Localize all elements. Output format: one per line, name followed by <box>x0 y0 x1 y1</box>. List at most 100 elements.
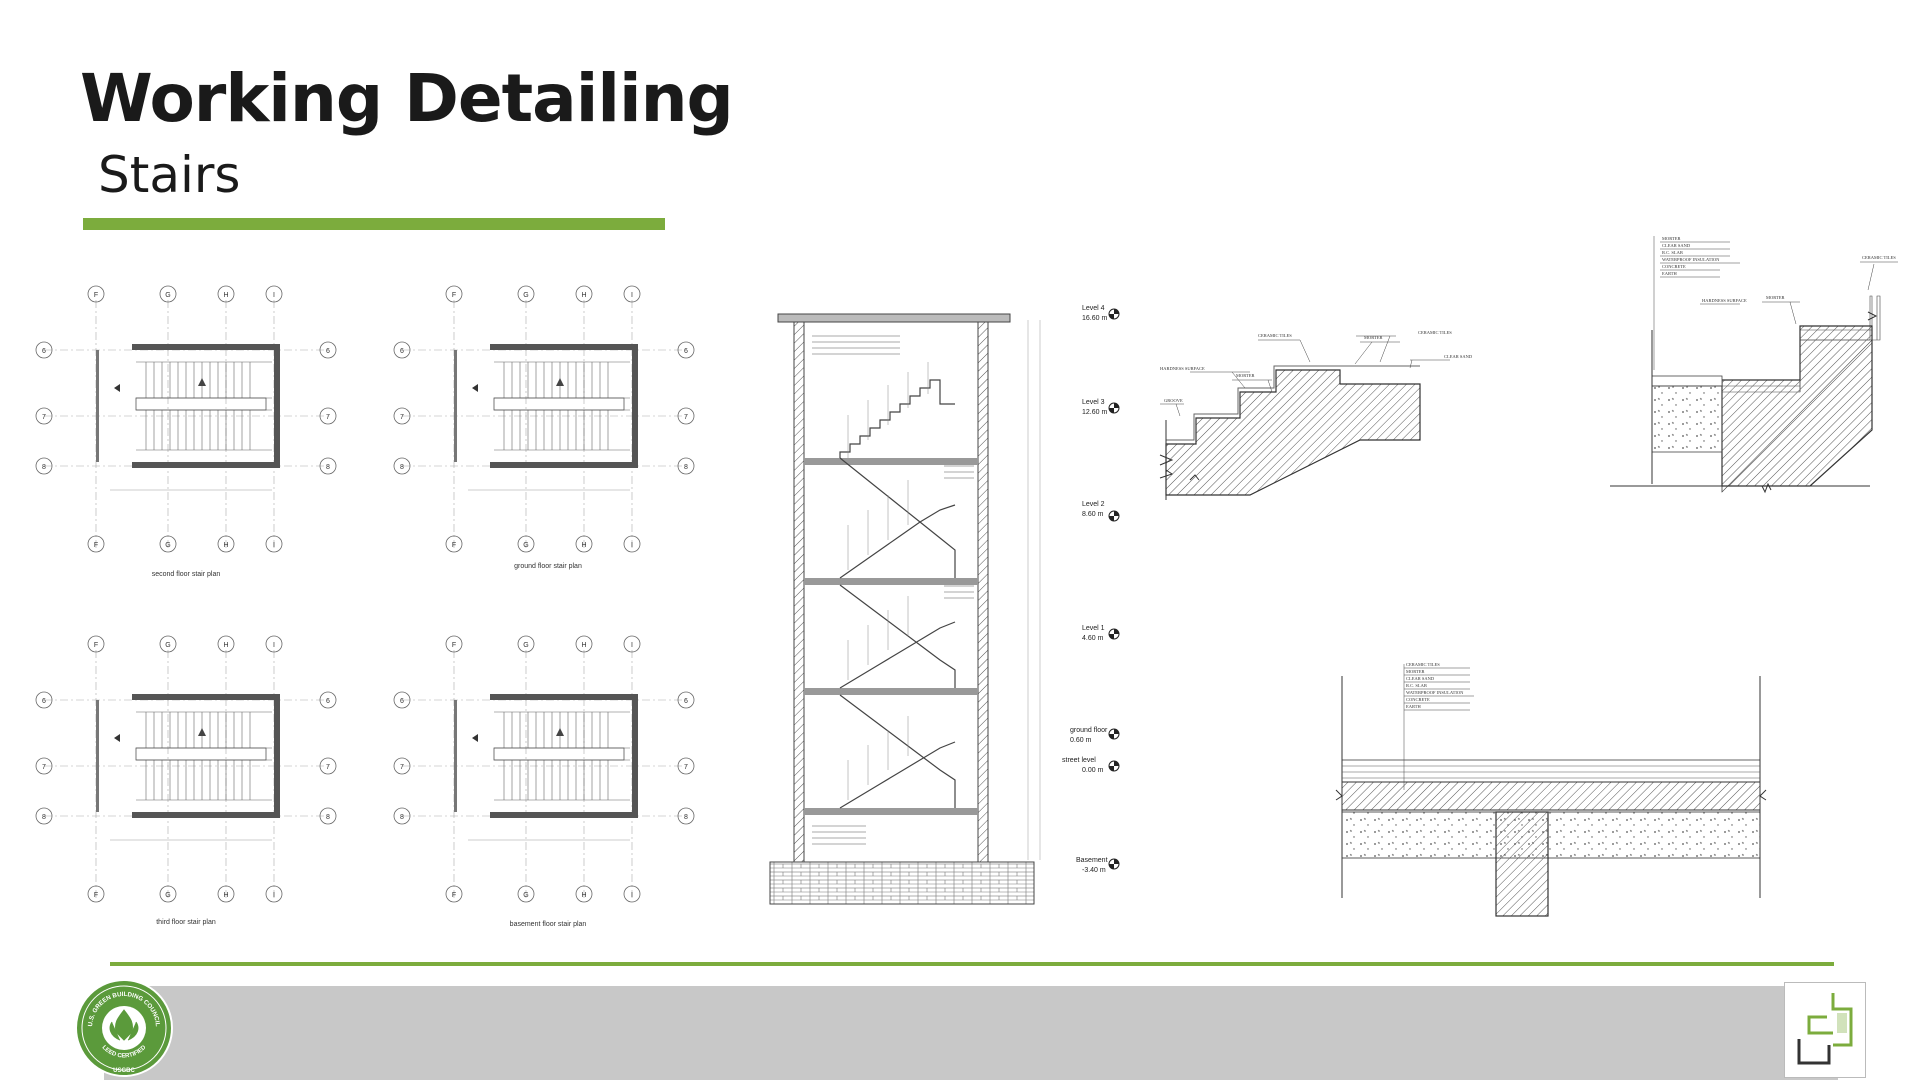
slab-note-earth: EARTH <box>1406 704 1421 709</box>
grid-col-i-top: I <box>273 642 275 649</box>
level-basement-elev: -3.40 m <box>1082 867 1106 874</box>
grid-col-f-top: F <box>452 292 456 299</box>
grid-row-8-right: 8 <box>326 814 330 821</box>
level-marker-icon <box>1108 858 1120 870</box>
level-3: Level 3 12.60 m <box>1082 399 1120 416</box>
level-ground-floor: ground floor 0.60 m <box>1070 727 1120 744</box>
level-marker-icon <box>1108 510 1120 522</box>
grid-row-6-right: 6 <box>684 698 688 705</box>
grid-col-f-top: F <box>94 292 98 299</box>
landing-note-waterproof-insulation: WATERPROOF INSULATION <box>1662 257 1720 262</box>
grid-row-7-right: 7 <box>326 414 330 421</box>
grid-col-g-top: G <box>523 292 528 299</box>
landing-note-concrete: CONCRETE <box>1662 264 1686 269</box>
level-1-elev: 4.60 m <box>1082 635 1104 642</box>
grid-row-8-right: 8 <box>684 814 688 821</box>
grid-col-f-bottom: F <box>94 542 98 549</box>
grid-row-7-left: 7 <box>400 414 404 421</box>
grid-col-h-bottom: H <box>223 892 228 899</box>
grid-col-h-bottom: H <box>581 892 586 899</box>
stair-section <box>769 313 1041 905</box>
grid-row-6-left: 6 <box>42 698 46 705</box>
basement-floor-stair-plan: F G H I F G H I 6 7 8 6 7 8 basement flo… <box>393 635 695 928</box>
grid-col-i-top: I <box>273 292 275 299</box>
footer-band <box>104 986 1838 1080</box>
grid-row-6-right: 6 <box>684 348 688 355</box>
grid-col-g-bottom: G <box>165 892 170 899</box>
level-marker-icon <box>1108 628 1120 640</box>
grid-row-7-right: 7 <box>684 764 688 771</box>
level-ground-floor-elev: 0.60 m <box>1070 737 1092 744</box>
badge-bottom-text: USGBC <box>113 1068 135 1074</box>
stair-note-hardness-surface: HARDNESS SURFACE <box>1160 366 1205 371</box>
grid-col-i-bottom: I <box>273 542 275 549</box>
level-street: street level 0.00 m <box>1062 757 1120 774</box>
grid-row-8-right: 8 <box>326 464 330 471</box>
ground-floor-stair-plan: F G H I F G H I 6 7 8 6 7 8 ground floor… <box>393 285 695 570</box>
stair-note-groove: GROOVE <box>1164 398 1183 403</box>
grid-col-g-top: G <box>165 292 170 299</box>
landing-note-morter: MORTER <box>1662 236 1680 241</box>
level-street-elev: 0.00 m <box>1082 767 1104 774</box>
landing-note-clear-sand: CLEAR SAND <box>1662 243 1691 248</box>
stair-note-morter-2: MORTER <box>1236 373 1254 378</box>
level-2-elev: 8.60 m <box>1082 511 1104 518</box>
slab-note-clear-sand: CLEAR SAND <box>1406 676 1435 681</box>
level-basement-name: Basement <box>1076 857 1108 864</box>
grid-col-g-top: G <box>523 642 528 649</box>
second-floor-stair-plan: F G H I F G H I 6 7 8 6 7 8 second floor… <box>35 285 337 578</box>
grid-col-f-bottom: F <box>94 892 98 899</box>
title-underline <box>83 218 665 230</box>
grid-col-g-bottom: G <box>523 892 528 899</box>
grid-row-8-left: 8 <box>42 464 46 471</box>
landing-note-ceramic-tiles: CERAMIC TILES <box>1862 255 1896 260</box>
grid-col-g-bottom: G <box>165 542 170 549</box>
grid-row-7-left: 7 <box>42 414 46 421</box>
grid-row-7-right: 7 <box>326 764 330 771</box>
level-1-name: Level 1 <box>1082 625 1105 632</box>
level-4: Level 4 16.60 m <box>1082 305 1120 322</box>
grid-col-h-top: H <box>223 642 228 649</box>
grid-col-i-bottom: I <box>631 892 633 899</box>
stair-note-ceramic-tiles: CERAMIC TILES <box>1258 333 1292 338</box>
slab-detail: CERAMIC TILES MORTER CLEAR SAND R.C. SLA… <box>1335 662 1767 917</box>
slide-title: Working Detailing <box>80 60 734 137</box>
landing-step-detail: MORTER CLEAR SAND R.C. SLAB WATERPROOF I… <box>1610 236 1898 494</box>
landing-note-rc-slab: R.C. SLAB <box>1662 250 1683 255</box>
level-marker-icon <box>1108 308 1120 320</box>
slab-note-rc-slab: R.C. SLAB <box>1406 683 1427 688</box>
grid-col-g-bottom: G <box>523 542 528 549</box>
leed-badge-icon: U.S. GREEN BUILDING COUNCIL LEED CERTIFI… <box>75 979 173 1077</box>
grid-row-6-left: 6 <box>42 348 46 355</box>
plan-caption-second: second floor stair plan <box>152 571 221 578</box>
slab-note-concrete: CONCRETE <box>1406 697 1430 702</box>
stair-note-morter: MORTER <box>1364 335 1382 340</box>
grid-col-h-bottom: H <box>581 542 586 549</box>
slab-note-waterproof-insulation: WATERPROOF INSULATION <box>1406 690 1464 695</box>
grid-row-7-right: 7 <box>684 414 688 421</box>
grid-col-i-top: I <box>631 292 633 299</box>
grid-row-8-right: 8 <box>684 464 688 471</box>
grid-row-8-left: 8 <box>42 814 46 821</box>
grid-row-8-left: 8 <box>400 814 404 821</box>
grid-col-h-top: H <box>581 292 586 299</box>
stair-tread-detail: CERAMIC TILES MORTER CERAMIC TILES CLEAR… <box>1159 330 1473 500</box>
grid-col-i-bottom: I <box>631 542 633 549</box>
slab-note-morter: MORTER <box>1406 669 1424 674</box>
level-street-name: street level <box>1062 757 1096 764</box>
landing-note-earth: EARTH <box>1662 271 1677 276</box>
grid-col-i-top: I <box>631 642 633 649</box>
grid-row-6-right: 6 <box>326 698 330 705</box>
level-basement: Basement -3.40 m <box>1076 857 1120 874</box>
stair-note-clear-sand: CLEAR SAND <box>1444 354 1473 359</box>
level-1: Level 1 4.60 m <box>1082 625 1120 642</box>
grid-row-7-left: 7 <box>400 764 404 771</box>
level-marker-icon <box>1108 402 1120 414</box>
level-ground-floor-name: ground floor <box>1070 727 1108 734</box>
grid-col-f-top: F <box>94 642 98 649</box>
plan-caption-ground: ground floor stair plan <box>514 563 582 570</box>
stair-note-ceramic-tiles-2: CERAMIC TILES <box>1418 330 1452 335</box>
level-4-name: Level 4 <box>1082 305 1105 312</box>
grid-col-f-top: F <box>452 642 456 649</box>
company-logo-icon <box>1784 982 1866 1078</box>
